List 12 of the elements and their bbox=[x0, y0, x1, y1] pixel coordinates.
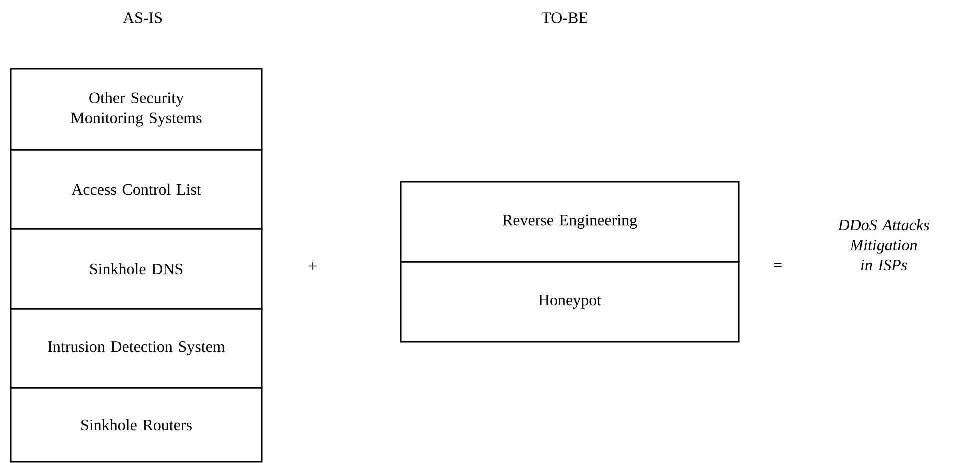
layer-box: Access Control List bbox=[10, 149, 263, 230]
result-text: DDoS Attacks Mitigation in ISPs bbox=[838, 219, 930, 271]
layer-box: Sinkhole Routers bbox=[10, 387, 263, 463]
layer-box: Honeypot bbox=[400, 261, 740, 343]
column-heading: TO-BE bbox=[542, 12, 588, 24]
column-heading: AS-IS bbox=[123, 12, 162, 24]
plus-sign: + bbox=[309, 262, 317, 270]
layer-box: Intrusion Detection System bbox=[10, 308, 263, 389]
layer-box: Other Security Monitoring Systems bbox=[10, 68, 263, 151]
equals-sign: = bbox=[774, 263, 782, 268]
layer-box: Reverse Engineering bbox=[400, 181, 740, 263]
layer-box: Sinkhole DNS bbox=[10, 228, 263, 310]
